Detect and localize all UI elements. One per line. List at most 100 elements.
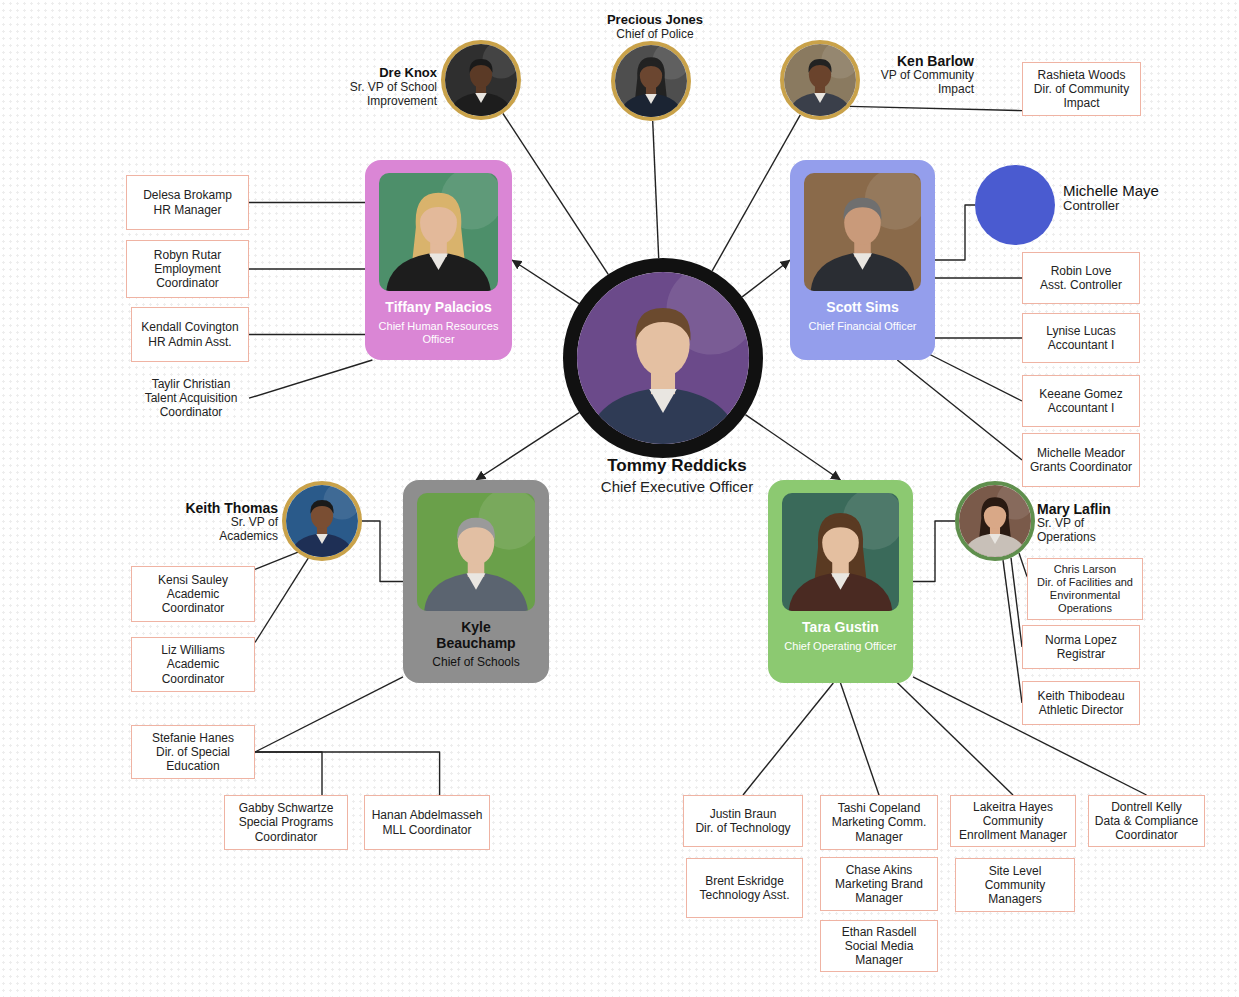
person-name: Dontrell Kelly bbox=[1093, 800, 1200, 814]
person-name: Stefanie Hanes bbox=[136, 731, 250, 745]
collar bbox=[467, 573, 486, 590]
person-box: Norma LopezRegistrar bbox=[1022, 625, 1140, 669]
hair bbox=[457, 518, 495, 540]
hair bbox=[310, 500, 333, 514]
photo-frame bbox=[417, 493, 535, 611]
job-title: Academic Coordinator bbox=[136, 657, 250, 685]
job-title: Athletic Director bbox=[1027, 703, 1135, 717]
person-box: Rashieta WoodsDir. of Community Impact bbox=[1022, 62, 1141, 116]
connector-line bbox=[255, 552, 298, 569]
collar bbox=[429, 253, 448, 270]
person-box: Lakeitra HayesCommunity Enrollment Manag… bbox=[950, 795, 1076, 847]
person-box: Stefanie HanesDir. of Special Education bbox=[131, 725, 255, 779]
person-name: Tashi Copeland bbox=[825, 801, 933, 815]
photo-frame bbox=[615, 45, 687, 117]
person-name: Rashieta Woods bbox=[1027, 68, 1136, 82]
connector-line bbox=[255, 752, 440, 795]
collar bbox=[814, 93, 826, 103]
person-name: Lakeitra Hayes bbox=[955, 800, 1071, 814]
connector-line bbox=[512, 260, 579, 304]
portrait-photo bbox=[782, 493, 899, 611]
person-box: Robyn RutarEmployment Coordinator bbox=[126, 240, 249, 298]
connector-line bbox=[255, 752, 322, 795]
connector-line bbox=[503, 114, 608, 275]
person-name: Ethan Rasdell bbox=[825, 925, 933, 939]
hair bbox=[469, 59, 492, 73]
connector-line bbox=[476, 413, 579, 480]
leader-title: Chief Financial Officer bbox=[796, 320, 929, 333]
leader-card: Kyle BeauchampChief of Schools bbox=[403, 480, 549, 683]
shoulders bbox=[963, 533, 1026, 557]
photo-frame bbox=[804, 173, 921, 291]
job-title: Dir. of Technology bbox=[688, 821, 798, 835]
person-name: Keith Thomas bbox=[158, 500, 278, 516]
person-name: Dre Knox bbox=[307, 66, 437, 81]
person-box: Robin LoveAsst. Controller bbox=[1022, 252, 1140, 304]
person-name: Lynise Lucas bbox=[1027, 324, 1135, 338]
connector-line bbox=[742, 260, 790, 297]
person-box: Liz WilliamsAcademic Coordinator bbox=[131, 637, 255, 692]
person-name: Michelle Meador bbox=[1027, 446, 1135, 460]
job-title: HR Admin Asst. bbox=[136, 335, 244, 349]
person-box: Dontrell KellyData & Compliance Coordina… bbox=[1088, 795, 1205, 847]
portrait-photo bbox=[615, 45, 687, 117]
photo-frame bbox=[286, 485, 358, 557]
leader-name: Tiffany Palacios bbox=[371, 299, 506, 315]
collar bbox=[831, 573, 850, 590]
shoulders bbox=[788, 92, 851, 116]
connector-line bbox=[362, 521, 403, 582]
person-box: Hanan AbdelmassehMLL Coordinator bbox=[364, 795, 490, 850]
connector-line bbox=[255, 677, 403, 752]
portrait-circle: Precious JonesChief of Police bbox=[611, 41, 691, 121]
leader-card: Tiffany PalaciosChief Human Resources Of… bbox=[365, 160, 512, 360]
person-name: Brent Eskridge bbox=[691, 874, 798, 888]
person-name: Chris Larson bbox=[1032, 563, 1138, 576]
card-text: Tiffany PalaciosChief Human Resources Of… bbox=[371, 299, 506, 345]
job-title: MLL Coordinator bbox=[369, 823, 485, 837]
job-title: Dir. of Special Education bbox=[136, 745, 250, 773]
job-title: Marketing Brand Manager bbox=[825, 877, 933, 905]
card-text: Kyle BeauchampChief of Schools bbox=[409, 619, 543, 670]
portrait-photo bbox=[577, 272, 749, 444]
person-box: Tashi CopelandMarketing Comm. Manager bbox=[820, 795, 938, 850]
person-name: Site Level Community Managers bbox=[960, 864, 1070, 906]
job-title: Registrar bbox=[1027, 647, 1135, 661]
name-label: Dre KnoxSr. VP of School Improvement bbox=[307, 66, 437, 109]
person-box: Delesa BrokampHR Manager bbox=[126, 175, 249, 230]
connector-line bbox=[841, 683, 880, 795]
photo-frame bbox=[577, 272, 749, 444]
person-name: Kensi Sauley bbox=[136, 573, 250, 587]
connector-line bbox=[249, 268, 365, 269]
person-box: Michelle MeadorGrants Coordinator bbox=[1022, 433, 1140, 487]
hair-back bbox=[635, 57, 667, 98]
portrait-photo bbox=[417, 493, 535, 611]
job-title: Social Media Manager bbox=[825, 939, 933, 967]
job-title: Talent Acquisition Coordinator bbox=[136, 391, 246, 419]
person-box: Kendall CovingtonHR Admin Asst. bbox=[131, 307, 249, 362]
photo-frame bbox=[379, 173, 498, 291]
person-name: Justin Braun bbox=[688, 807, 798, 821]
portrait-photo bbox=[445, 44, 517, 116]
connector-line bbox=[1003, 560, 1022, 703]
portrait-circle: Dre KnoxSr. VP of School Improvement bbox=[441, 40, 521, 120]
shoulders bbox=[789, 572, 893, 611]
photo-frame bbox=[445, 44, 517, 116]
job-title: Dir. of Community Impact bbox=[1027, 82, 1136, 110]
job-title: HR Manager bbox=[131, 203, 244, 217]
person-name: Norma Lopez bbox=[1027, 633, 1135, 647]
hair bbox=[639, 60, 662, 74]
job-title: Special Programs Coordinator bbox=[229, 815, 343, 843]
person-box: Gabby SchwartzeSpecial Programs Coordina… bbox=[224, 795, 348, 850]
person-name: Hanan Abdelmasseh bbox=[369, 808, 485, 822]
job-title: Asst. Controller bbox=[1027, 278, 1135, 292]
portrait-circle: Michelle MayeController bbox=[975, 165, 1055, 245]
job-title: Accountant I bbox=[1027, 401, 1135, 415]
person-name: Taylir Christian bbox=[136, 377, 246, 391]
shoulders bbox=[811, 252, 915, 291]
connector-line bbox=[935, 277, 1022, 278]
leader-title: Chief Operating Officer bbox=[774, 640, 907, 653]
portrait-circle: Keith ThomasSr. VP of Academics bbox=[282, 481, 362, 561]
name-label: Ken BarlowVP of Community Impact bbox=[862, 53, 974, 97]
leader-card: Tara GustinChief Operating Officer bbox=[768, 480, 913, 683]
